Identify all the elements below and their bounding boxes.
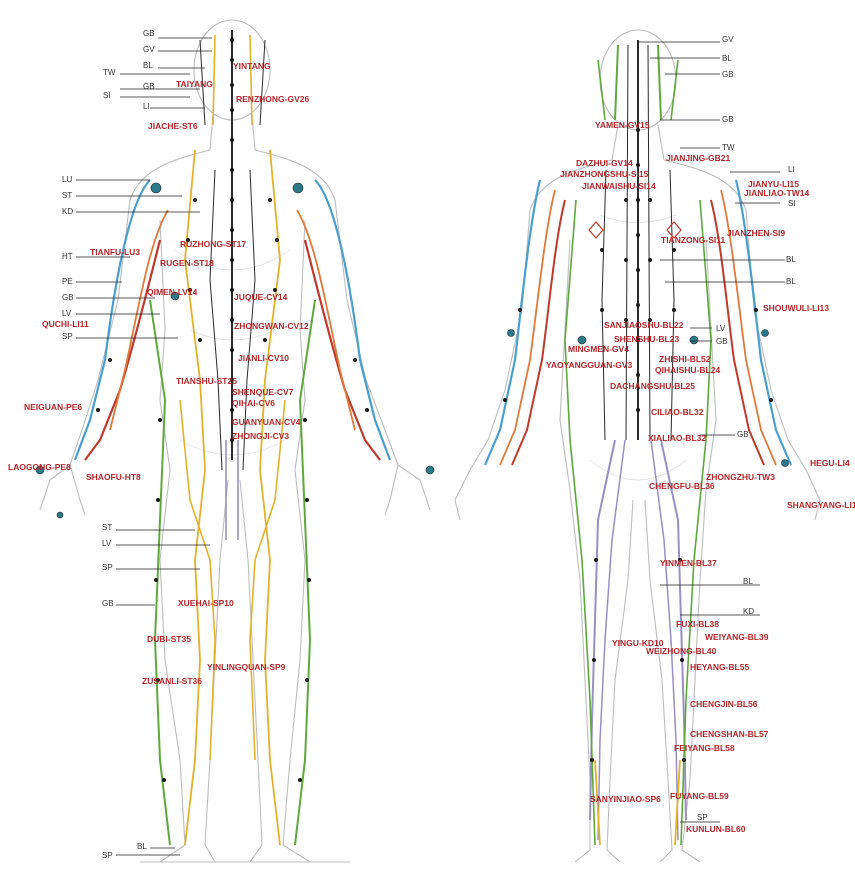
point-shaofu-ht8: SHAOFU-HT8 <box>86 472 141 482</box>
point-jianliao-tw14: JIANLIAO-TW14 <box>744 188 809 198</box>
point-yaoyangguan-gv3: YAOYANGGUAN-GV3 <box>546 360 633 370</box>
point-shenshu-bl23: SHENSHU-BL23 <box>614 334 679 344</box>
point-yamen-gv15: YAMEN-GV15 <box>595 120 650 130</box>
point-laogong-pe8: LAOGONG-PE8 <box>8 462 71 472</box>
point-hegu-li4: HEGU-LI4 <box>810 458 850 468</box>
front-label-lv: LV <box>62 309 72 318</box>
point-zusanli-st36: ZUSANLI-ST36 <box>142 676 202 686</box>
point-xialiao-bl32: XIALIAO-BL32 <box>648 433 706 443</box>
front-label-sp-leg: SP <box>102 563 113 572</box>
point-dazhui-gv14: DAZHUI-GV14 <box>576 158 633 168</box>
back-label-gb-1: GB <box>722 70 734 79</box>
point-weiyang-bl39: WEIYANG-BL39 <box>705 632 769 642</box>
point-quchi-li11: QUCHI-LI11 <box>42 319 89 329</box>
point-rugen-st18: RUGEN-ST18 <box>160 258 214 268</box>
front-figure <box>36 20 434 862</box>
point-tianzong-si11: TIANZONG-SI11 <box>661 235 726 245</box>
point-neiguan-pe6: NEIGUAN-PE6 <box>24 402 82 412</box>
point-chengjin-bl56: CHENGJIN-BL56 <box>690 699 758 709</box>
point-tianfu-lu3: TIANFU-LU3 <box>90 247 140 257</box>
front-label-gb-1: GB <box>143 29 155 38</box>
back-label-bl-1: BL <box>786 255 796 264</box>
point-jianjing-gb21: JIANJING-GB21 <box>666 153 731 163</box>
point-ciliao-bl32: CILIAO-BL32 <box>651 407 704 417</box>
back-label-gb-4: GB <box>737 430 749 439</box>
point-shouwuli-li13: SHOUWULI-LI13 <box>763 303 829 313</box>
back-label-li: LI <box>788 165 795 174</box>
front-label-sp: SP <box>62 332 73 341</box>
front-label-gb-2: GB <box>143 82 155 91</box>
point-jianli-cv10: JIANLI-CV10 <box>238 353 289 363</box>
point-zhishi-bl52: ZHISHI-BL52 <box>659 354 711 364</box>
point-chengfu-bl36: CHENGFU-BL36 <box>649 481 715 491</box>
point-chengshan-bl57: CHENGSHAN-BL57 <box>690 729 769 739</box>
front-label-gv: GV <box>143 45 155 54</box>
point-renzhong-gv26: RENZHONG-GV26 <box>236 94 309 104</box>
back-label-gb-2: GB <box>722 115 734 124</box>
front-label-ht: HT <box>62 252 73 261</box>
back-label-tw: TW <box>722 143 735 152</box>
point-jianzhongshu-si15: JIANZHONGSHU-SI15 <box>560 169 649 179</box>
front-label-si: SI <box>103 91 111 100</box>
point-taiyang: TAIYANG <box>176 79 213 89</box>
point-yintang: YINTANG <box>233 61 271 71</box>
back-label-lv: LV <box>716 324 726 333</box>
point-jianzhen-si9: JIANZHEN-SI9 <box>727 228 785 238</box>
front-label-bl: BL <box>143 61 153 70</box>
point-mingmen-gv4: MINGMEN-GV4 <box>568 344 629 354</box>
front-label-bl-foot: BL <box>137 842 147 851</box>
point-ruzhong-st17: RUZHONG-ST17 <box>180 239 246 249</box>
point-fuxi-bl38: FUXI-BL38 <box>676 619 719 629</box>
back-label-gb-3: GB <box>716 337 728 346</box>
back-label-kd: KD <box>743 607 754 616</box>
front-label-gb-leg: GB <box>102 599 114 608</box>
point-heyang-bl55: HEYANG-BL55 <box>690 662 749 672</box>
front-meridian-labels: GB GV TW BL GB SI LI LU ST KD HT PE GB L… <box>62 29 212 860</box>
point-guanyuan-cv4: GUANYUAN-CV4 <box>232 417 301 427</box>
point-dubi-st35: DUBI-ST35 <box>147 634 191 644</box>
point-yinmen-bl37: YINMEN-BL37 <box>660 558 717 568</box>
point-juque-cv14: JUQUE-CV14 <box>234 292 288 302</box>
point-qimen-lv14: QIMEN-LV14 <box>147 287 198 297</box>
point-yinlingquan-sp9: YINLINGQUAN-SP9 <box>207 662 286 672</box>
back-label-gv: GV <box>722 35 734 44</box>
back-label-bl: BL <box>722 54 732 63</box>
point-kunlun-bl60: KUNLUN-BL60 <box>686 824 746 834</box>
point-weizhong-bl40: WEIZHONG-BL40 <box>646 646 717 656</box>
back-label-sp: SP <box>697 813 708 822</box>
front-label-kd: KD <box>62 207 73 216</box>
front-label-lv-leg: LV <box>102 539 112 548</box>
point-fuyang-bl59: FUYANG-BL59 <box>670 791 729 801</box>
point-feiyang-bl58: FEIYANG-BL58 <box>674 743 735 753</box>
point-qihai-cv6: QIHAI-CV6 <box>232 398 275 408</box>
front-label-pe: PE <box>62 277 73 286</box>
point-xuehai-sp10: XUEHAI-SP10 <box>178 598 234 608</box>
front-label-lu: LU <box>62 175 72 184</box>
point-jianwaishu-si14: JIANWAISHU-SI14 <box>582 181 656 191</box>
back-label-bl-2: BL <box>786 277 796 286</box>
point-sanyinjiao-sp6: SANYINJIAO-SP6 <box>590 794 661 804</box>
front-label-li: LI <box>143 102 150 111</box>
front-label-gb-3: GB <box>62 293 74 302</box>
point-shangyang-li1: SHANGYANG-LI1 <box>787 500 855 510</box>
front-label-tw: TW <box>103 68 116 77</box>
back-label-si: SI <box>788 199 796 208</box>
back-label-bl-leg: BL <box>743 577 753 586</box>
point-zhongzhu-tw3: ZHONGZHU-TW3 <box>706 472 775 482</box>
point-zhongwan-cv12: ZHONGWAN-CV12 <box>234 321 309 331</box>
front-point-labels: YINTANG TAIYANG RENZHONG-GV26 JIACHE-ST6… <box>8 61 309 686</box>
point-qihaishu-bl24: QIHAISHU-BL24 <box>655 365 720 375</box>
front-label-sp-foot: SP <box>102 851 113 860</box>
point-sanjiaoshu-bl22: SANJIAOSHU-BL22 <box>604 320 684 330</box>
point-zhongji-cv3: ZHONGJI-CV3 <box>232 431 289 441</box>
point-tianshu-st25: TIANSHU-ST25 <box>176 376 237 386</box>
point-shenque-cv7: SHENQUE-CV7 <box>232 387 294 397</box>
point-dachangshu-bl25: DACHANGSHU-BL25 <box>610 381 695 391</box>
front-label-st: ST <box>62 191 72 200</box>
front-label-st-leg: ST <box>102 523 112 532</box>
point-jiache-st6: JIACHE-ST6 <box>148 121 198 131</box>
